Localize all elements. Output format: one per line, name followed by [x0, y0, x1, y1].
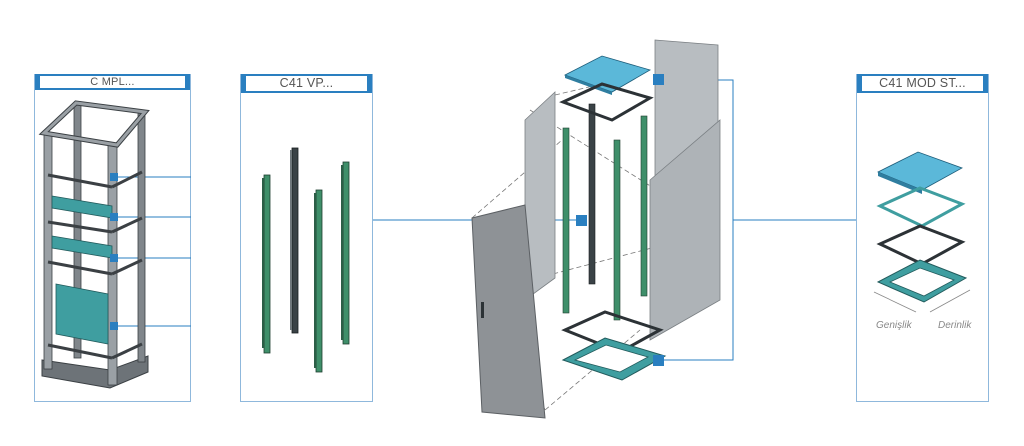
exploded-cabinet-drawing: [471, 39, 721, 419]
upright-profile: [290, 147, 299, 334]
side-panel: [649, 119, 721, 341]
marker-square: [653, 74, 664, 85]
module-stack-drawing: [873, 151, 971, 313]
frame-cabinet-drawing: [38, 100, 150, 389]
frame-upright: [43, 132, 53, 370]
marker-square: [110, 173, 118, 181]
front-door: [471, 204, 546, 419]
uprights-drawing: [262, 147, 350, 373]
upright-profile: [613, 139, 621, 321]
width-dimension-line: [873, 291, 917, 313]
exploded-markers: [576, 74, 664, 366]
upright-profile: [262, 174, 271, 354]
marker-square: [110, 213, 118, 221]
uprights-panel-title: C41 VP...: [241, 74, 372, 93]
upright-profile: [562, 127, 570, 314]
depth-dimension-line: [929, 289, 971, 313]
frame-plate: [51, 235, 113, 259]
frame-panel-title: C MPL...: [35, 74, 190, 90]
width-label: Genişlik: [876, 320, 912, 331]
frame-base: [41, 355, 149, 389]
upright-profile: [314, 189, 323, 373]
upright-profile: [341, 161, 350, 345]
top-panel: [877, 151, 963, 191]
frame-plate: [51, 195, 113, 219]
marker-square: [576, 215, 587, 226]
upright-profile: [588, 103, 596, 285]
frame-plate: [55, 283, 109, 345]
marker-square: [653, 355, 664, 366]
upright-profile: [640, 115, 648, 297]
marker-square: [110, 254, 118, 262]
frame-markers: [110, 173, 118, 330]
marker-square: [110, 322, 118, 330]
module-panel: C41 MOD ST...: [856, 74, 989, 402]
module-panel-title: C41 MOD ST...: [857, 74, 988, 93]
top-frame: [559, 82, 654, 122]
frame-upright: [137, 111, 146, 363]
module-frame: [876, 186, 966, 228]
depth-label: Derinlik: [938, 320, 972, 331]
door-handle: [481, 302, 484, 318]
module-frame: [876, 224, 966, 266]
